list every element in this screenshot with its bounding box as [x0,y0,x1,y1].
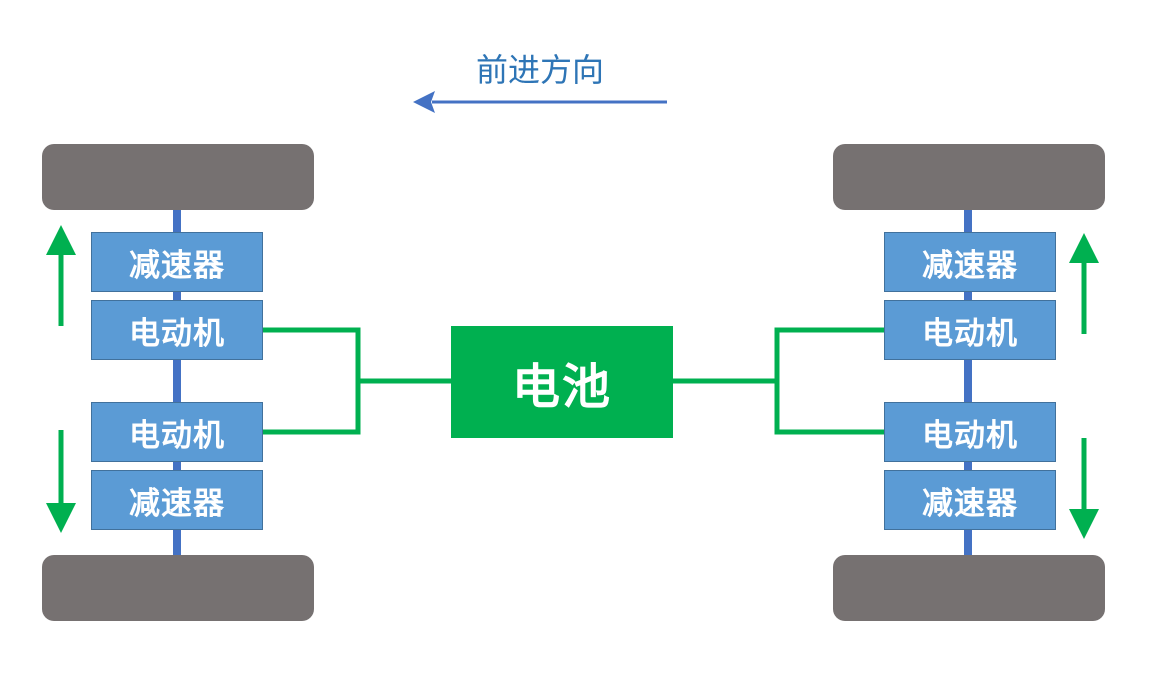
rear-upper-reducer: 减速器 [884,232,1056,292]
front-wheel-top [42,144,314,210]
wire-rear-lower-motor [774,381,884,435]
wire-rear-upper-motor [774,327,884,381]
front-upper-reducer: 减速器 [91,232,263,292]
battery-box: 电池 [451,326,673,438]
rear-lower-motor: 电动机 [884,402,1056,462]
rear-lower-reducer: 减速器 [884,470,1056,530]
direction-label: 前进方向 [475,51,604,89]
direction-arrow-head [413,91,435,113]
wire-front-upper-motor [263,327,361,381]
rear-wheel-top [833,144,1105,210]
rear-wheel-bottom [833,555,1105,621]
front-wheel-bottom [42,555,314,621]
front-lower-reducer: 减速器 [91,470,263,530]
front-upper-motor: 电动机 [91,300,263,360]
rear-upper-motor: 电动机 [884,300,1056,360]
wire-front-lower-motor [263,381,361,435]
front-lower-motor: 电动机 [91,402,263,462]
